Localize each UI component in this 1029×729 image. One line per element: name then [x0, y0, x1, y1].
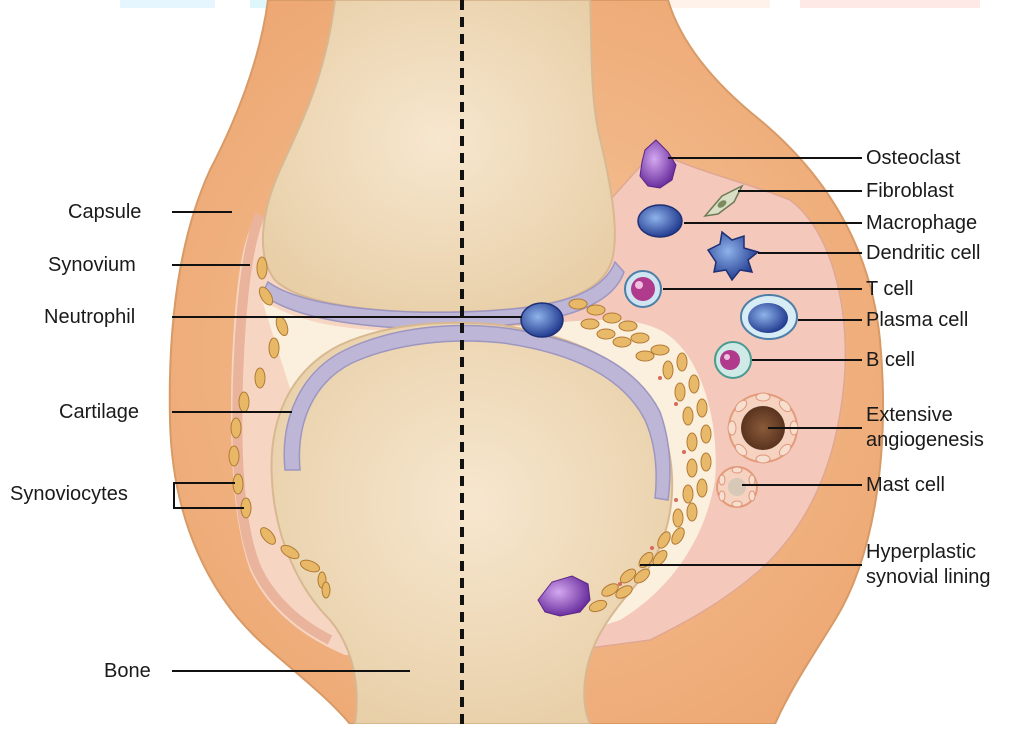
plasma-cell-icon	[741, 295, 797, 339]
neutrophil-icon	[521, 303, 563, 337]
label-synoviocytes: Synoviocytes	[10, 482, 128, 506]
label-angiogenesis-line1: Extensive	[866, 403, 984, 428]
label-hyperplastic-synovial-lining: Hyperplastic synovial lining	[866, 540, 991, 590]
label-dendritic-cell: Dendritic cell	[866, 241, 980, 265]
t-cell-icon	[625, 271, 661, 307]
b-cell-icon	[715, 342, 751, 378]
macrophage-icon	[638, 205, 682, 237]
label-b-cell: B cell	[866, 348, 915, 372]
label-plasma-cell: Plasma cell	[866, 308, 968, 332]
label-mast-cell: Mast cell	[866, 473, 945, 497]
label-fibroblast: Fibroblast	[866, 179, 954, 203]
label-osteoclast: Osteoclast	[866, 146, 960, 170]
label-extensive-angiogenesis: Extensive angiogenesis	[866, 403, 984, 453]
label-bone: Bone	[104, 659, 151, 683]
label-t-cell: T cell	[866, 277, 913, 301]
label-hyperplastic-line2: synovial lining	[866, 565, 991, 590]
label-synovium: Synovium	[48, 253, 136, 277]
label-hyperplastic-line1: Hyperplastic	[866, 540, 991, 565]
label-cartilage: Cartilage	[59, 400, 139, 424]
label-capsule: Capsule	[68, 200, 141, 224]
label-neutrophil: Neutrophil	[44, 305, 135, 329]
mast-cell-icon	[717, 467, 757, 507]
label-macrophage: Macrophage	[866, 211, 977, 235]
label-angiogenesis-line2: angiogenesis	[866, 428, 984, 453]
